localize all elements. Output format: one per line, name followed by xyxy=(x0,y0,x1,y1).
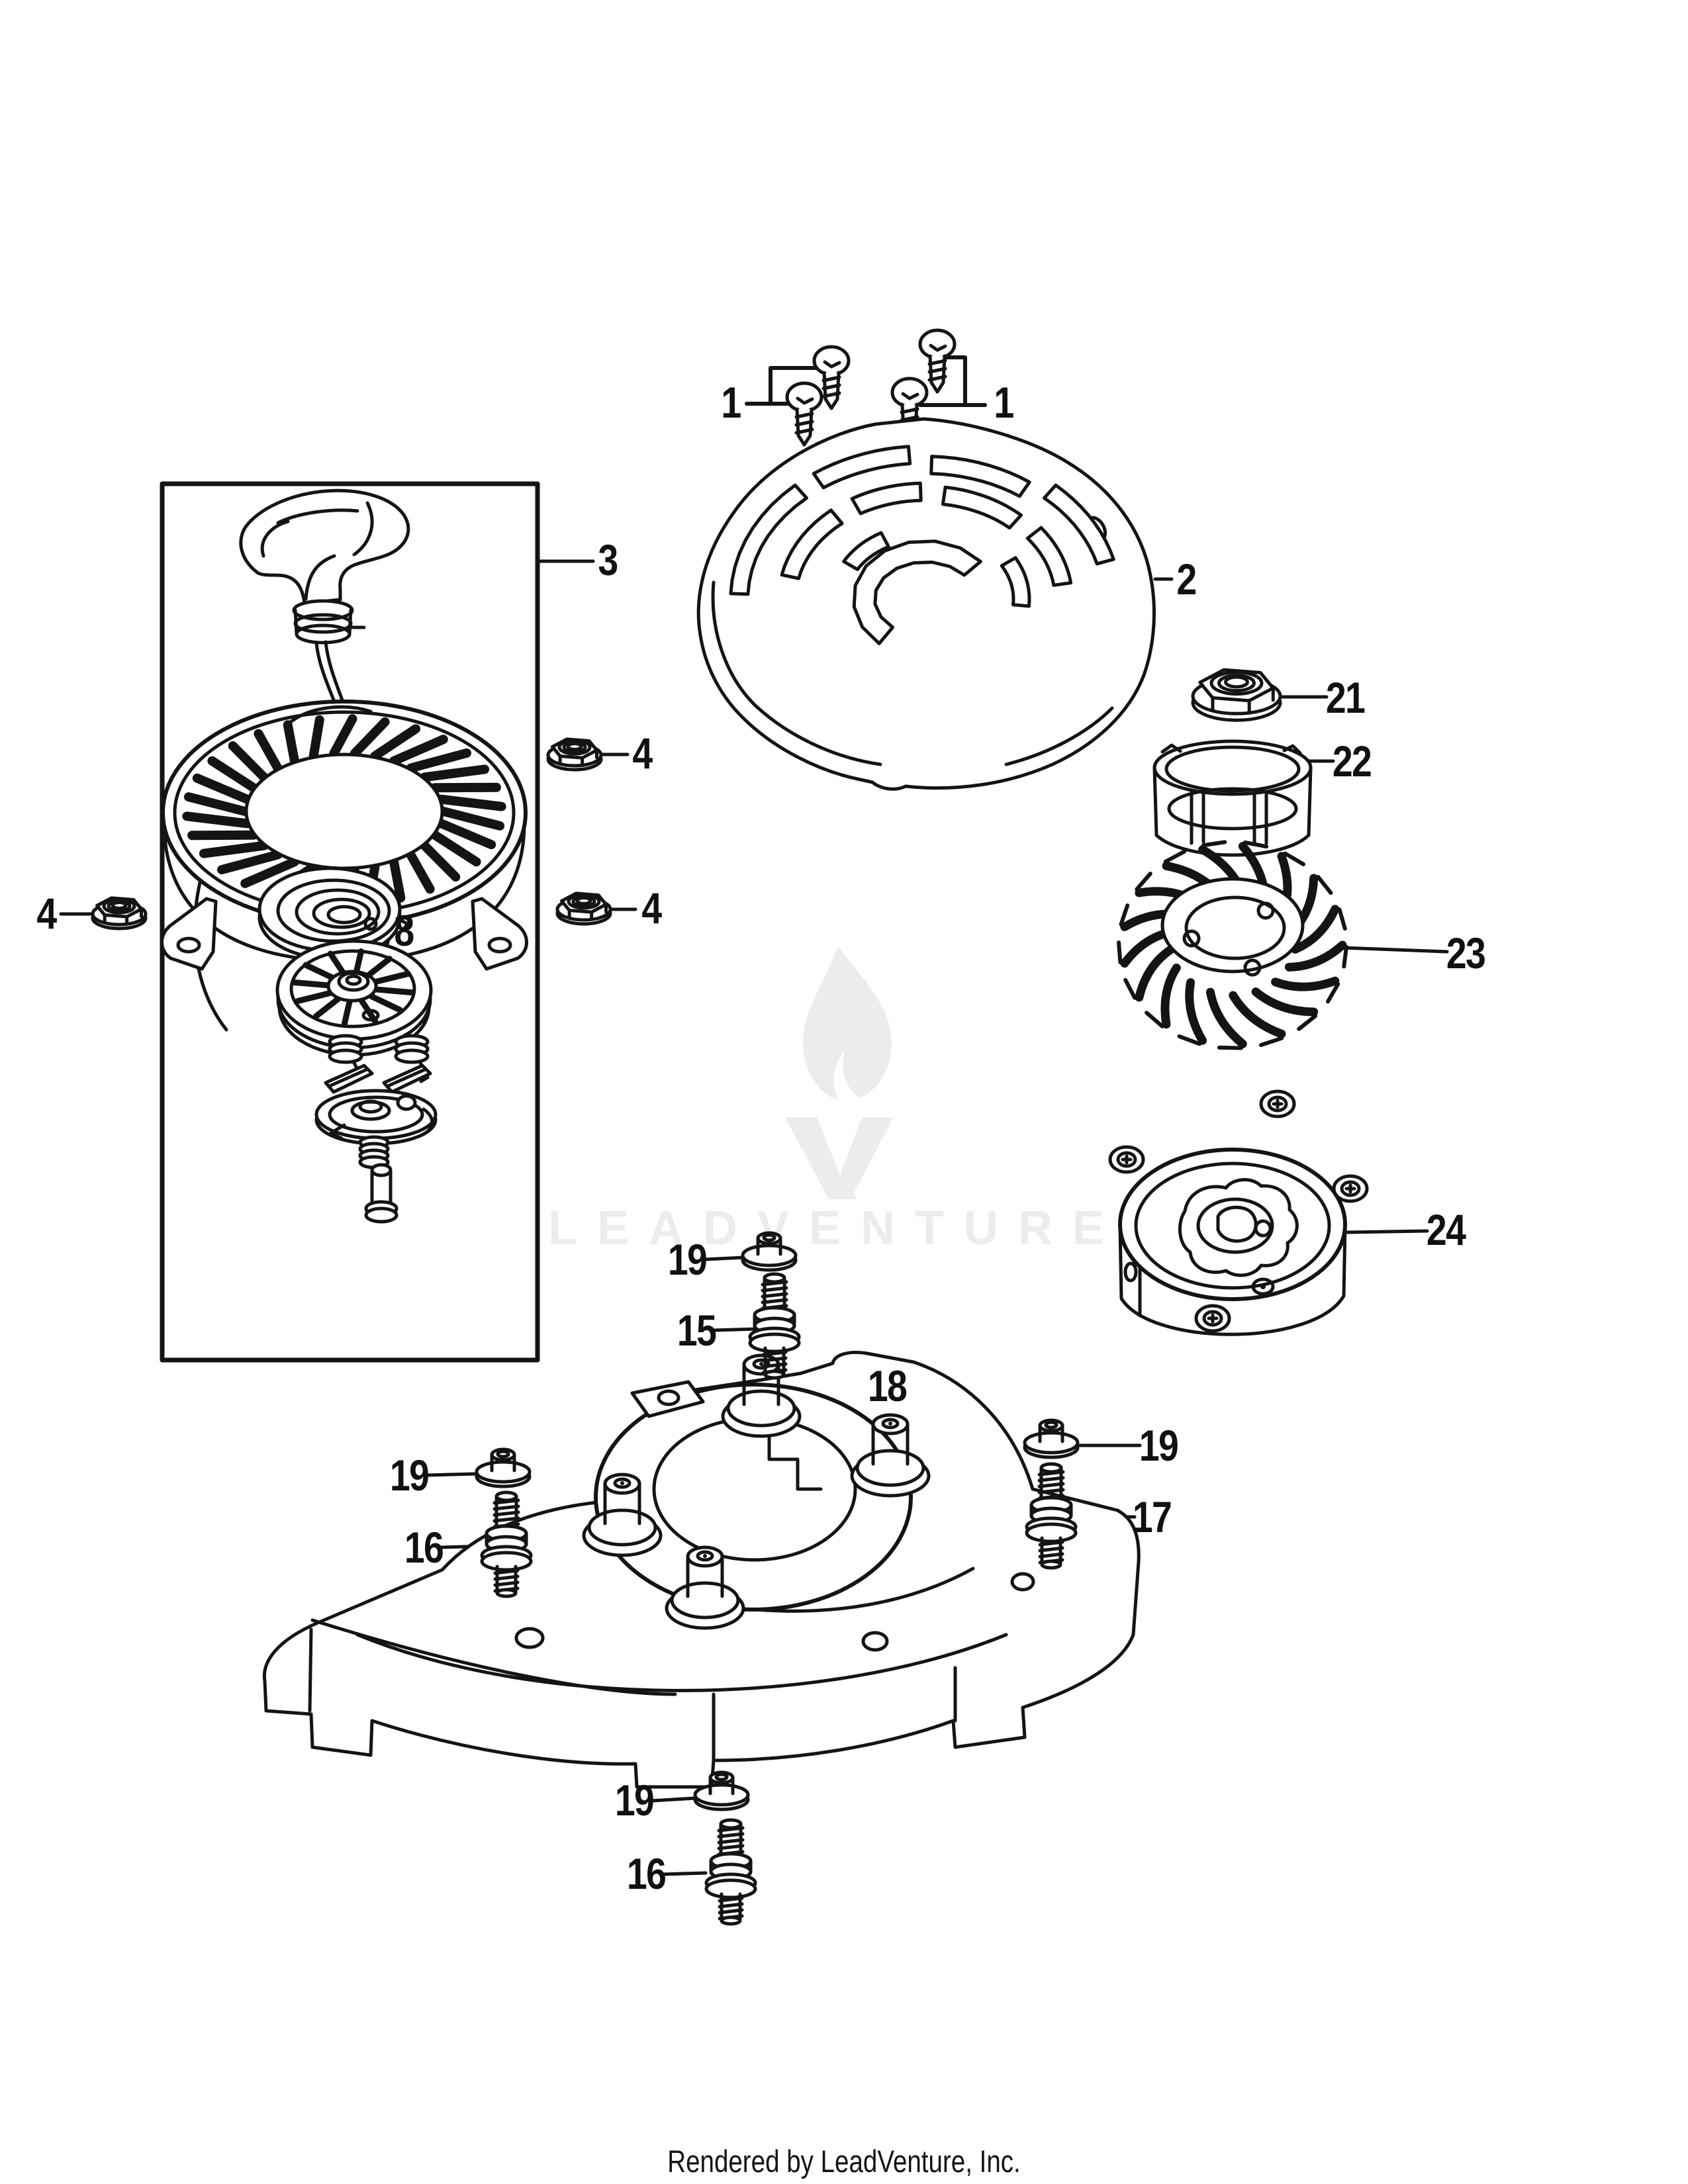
callout-19-flange-nut-small: 19 xyxy=(614,1776,655,1825)
studs xyxy=(480,1272,1078,1926)
part-box-recoil-starter xyxy=(160,481,540,1363)
flywheel-nut xyxy=(1191,668,1282,722)
starter-cup xyxy=(1152,739,1313,857)
callout-16-stud: 16 xyxy=(626,1849,667,1898)
callout-17-stud: 17 xyxy=(1132,1492,1172,1541)
callout-22-starter-cup: 22 xyxy=(1332,737,1372,786)
callout-2-blower-housing-cover: 2 xyxy=(1176,555,1197,604)
recoil-starter-assembly xyxy=(160,488,528,1224)
callout-24-flywheel: 24 xyxy=(1426,1205,1466,1254)
callout-4-flange-nut: 4 xyxy=(641,884,662,933)
flywheel-fan xyxy=(1117,840,1348,1050)
callout-19-flange-nut-small: 19 xyxy=(667,1235,708,1284)
callout-4-flange-nut: 4 xyxy=(36,889,57,938)
small-flange-nuts xyxy=(475,1231,1080,1811)
callout-15-stud: 15 xyxy=(677,1306,717,1355)
pawl-springs xyxy=(328,1034,430,1083)
callout-18-housing-mount-post: 18 xyxy=(867,1361,908,1410)
return-spring xyxy=(358,1135,390,1169)
callout-1-mounting-screws-right-pair: 1 xyxy=(994,378,1014,427)
callout-3-recoil-starter-assembly: 3 xyxy=(598,535,618,584)
callout-1-mounting-screws-left-pair: 1 xyxy=(721,378,741,427)
watermark: LEADVENTURE xyxy=(548,946,1124,1255)
blower-housing xyxy=(262,1350,1141,1789)
callout-16-stud: 16 xyxy=(404,1523,444,1572)
starter-handle xyxy=(239,488,410,606)
blower-housing-cover xyxy=(696,417,1156,791)
watermark-text: LEADVENTURE xyxy=(548,1202,1124,1255)
starter-pulley xyxy=(275,939,433,1057)
flange-nuts xyxy=(91,737,612,931)
flywheel xyxy=(1108,1089,1369,1336)
callout-19-flange-nut-small: 19 xyxy=(1139,1421,1179,1470)
callout-8-recoil-spring-and-pulley-kit: 8 xyxy=(394,906,414,955)
callout-19-flange-nut-small: 19 xyxy=(389,1451,430,1500)
footer-credit: Rendered by LeadVenture, Inc. xyxy=(667,2144,1021,2179)
recoil-spring-kit xyxy=(258,866,410,960)
center-pin xyxy=(364,1163,399,1224)
callout-21-flywheel-nut: 21 xyxy=(1325,673,1366,722)
callout-1-brackets xyxy=(745,355,987,407)
leadventure-flame-logo xyxy=(785,946,894,1199)
callout-4-flange-nut: 4 xyxy=(632,729,653,778)
starter-rope-2 xyxy=(324,640,348,711)
self-tapping-screws xyxy=(785,328,957,447)
starter-housing xyxy=(160,700,528,971)
starter-pawls xyxy=(324,1064,432,1094)
callout-23-flywheel-fan: 23 xyxy=(1446,929,1486,978)
rope-collar xyxy=(292,599,366,645)
friction-plate xyxy=(314,1089,438,1146)
